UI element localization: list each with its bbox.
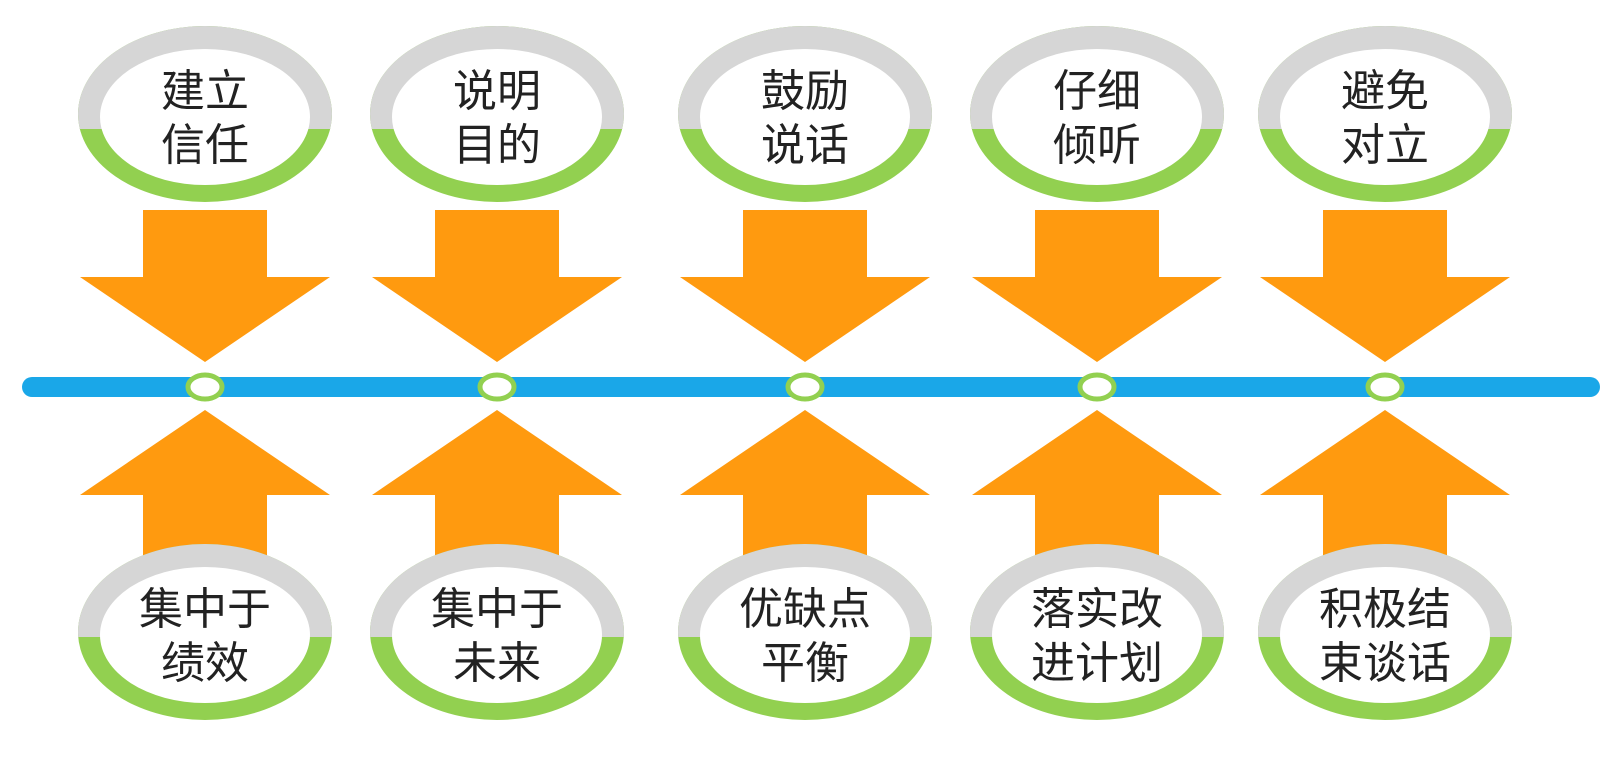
step-label-line1: 集中于 — [139, 584, 271, 635]
step-label-line1: 建立 — [161, 66, 249, 117]
step-label-line2: 进计划 — [1031, 638, 1163, 689]
step-label-line2: 信任 — [161, 120, 249, 171]
step-label-line1: 积极结 — [1319, 584, 1451, 635]
step-label-line1: 鼓励 — [761, 66, 849, 117]
up-arrow-3 — [680, 410, 930, 568]
down-arrow-2 — [372, 210, 622, 362]
down-arrow-3 — [680, 210, 930, 362]
up-arrow-5 — [1260, 410, 1510, 568]
timeline-node-3 — [785, 372, 825, 402]
step-label-line2: 对立 — [1341, 120, 1429, 171]
up-arrow-1 — [80, 410, 330, 568]
down-arrow-1 — [80, 210, 330, 362]
step-label-line2: 绩效 — [161, 638, 249, 689]
ring-inner — [992, 567, 1202, 703]
timeline-node-4 — [1077, 372, 1117, 402]
step-label-line1: 落实改 — [1031, 584, 1163, 635]
step-label-line1: 说明 — [453, 66, 541, 117]
step-label-line2: 倾听 — [1053, 120, 1141, 171]
down-arrow-4 — [972, 210, 1222, 362]
step-label-line2: 平衡 — [761, 638, 849, 689]
step-label-line1: 优缺点 — [739, 584, 871, 635]
step-label-line2: 束谈话 — [1319, 638, 1451, 689]
ring-inner — [100, 567, 310, 703]
ring-inner — [100, 49, 310, 185]
step-label-line2: 未来 — [453, 638, 541, 689]
ring-inner — [700, 567, 910, 703]
step-label-line1: 仔细 — [1053, 66, 1141, 117]
ring-inner — [1280, 49, 1490, 185]
ring-inner — [700, 49, 910, 185]
timeline-node-2 — [477, 372, 517, 402]
ring-inner — [392, 49, 602, 185]
up-arrow-4 — [972, 410, 1222, 568]
step-label-line1: 集中于 — [431, 584, 563, 635]
step-label-line2: 目的 — [453, 120, 541, 171]
ring-inner — [392, 567, 602, 703]
step-label-line1: 避免 — [1341, 66, 1429, 117]
up-arrow-2 — [372, 410, 622, 568]
ring-inner — [992, 49, 1202, 185]
timeline-node-5 — [1365, 372, 1405, 402]
step-label-line2: 说话 — [761, 120, 849, 171]
timeline-node-1 — [185, 372, 225, 402]
down-arrow-5 — [1260, 210, 1510, 362]
ring-inner — [1280, 567, 1490, 703]
